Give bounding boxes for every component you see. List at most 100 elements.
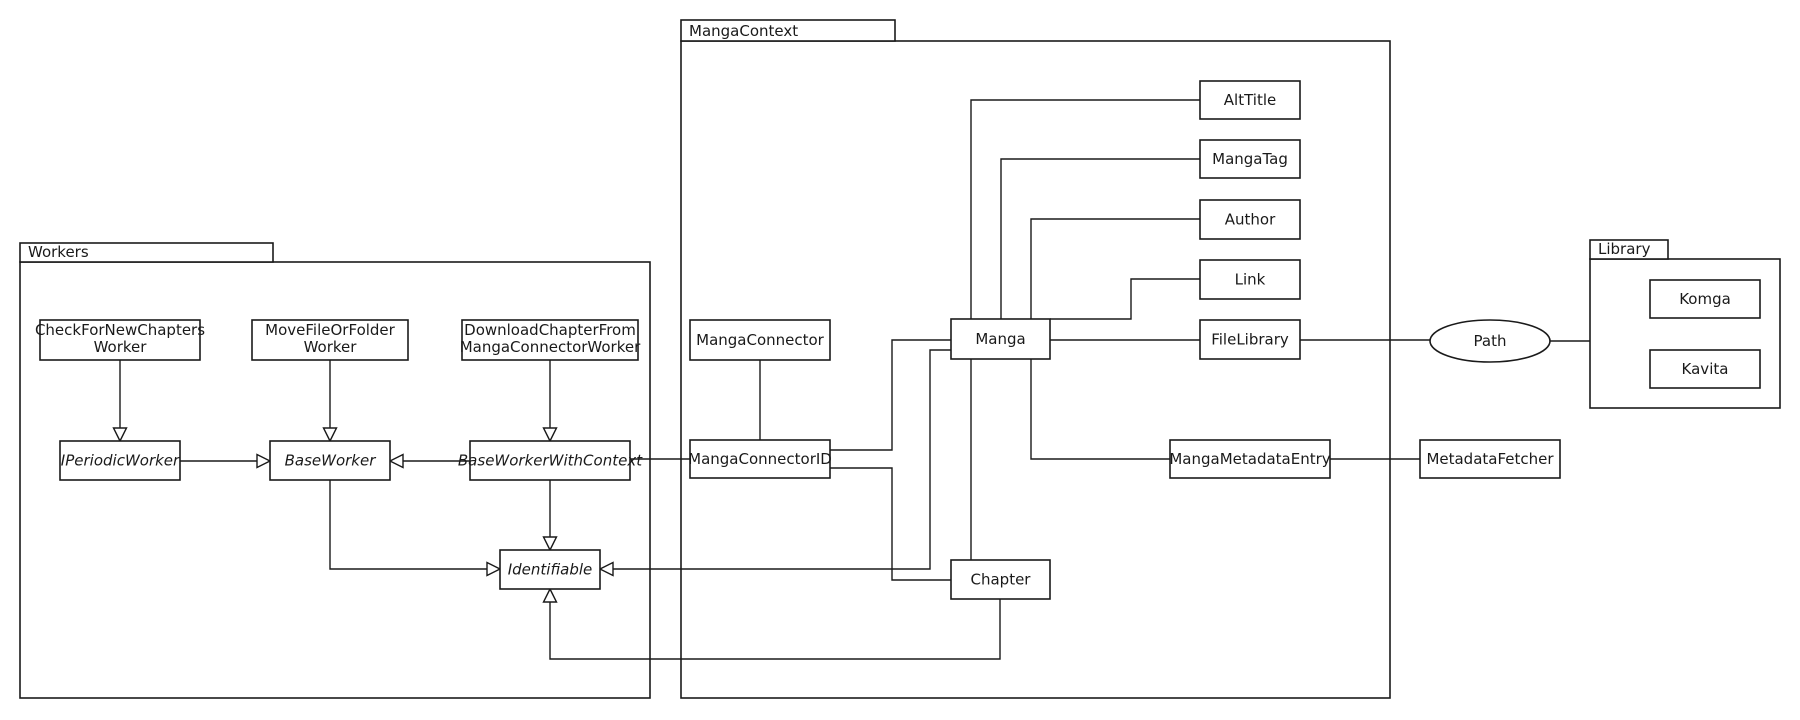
- node-identifiable: Identifiable: [499, 549, 601, 590]
- node-base-worker-with-context-label: BaseWorkerWithContext: [458, 452, 643, 470]
- node-manga-metadata-entry: MangaMetadataEntry: [1169, 439, 1331, 479]
- edge-manga-to-identifiable-arrowhead: [598, 561, 614, 577]
- node-i-periodic-worker-label: IPeriodicWorker: [61, 452, 180, 470]
- node-base-worker-with-context-box: [469, 440, 631, 481]
- node-manga-metadata-entry-label: MangaMetadataEntry: [1169, 450, 1330, 468]
- edge-mangaconnectorid-to-chapter: [830, 467, 951, 581]
- package-library: Library: [1589, 239, 1781, 409]
- node-chapter-label: Chapter: [971, 571, 1032, 589]
- package-workers: Workers: [19, 242, 651, 699]
- node-metadata-fetcher: MetadataFetcher: [1419, 439, 1561, 479]
- edge-manga-to-mangatag: [1000, 158, 1200, 319]
- package-manga-context-body: [680, 40, 1391, 699]
- node-kavita-box: [1649, 349, 1761, 389]
- node-kavita: Kavita: [1649, 349, 1761, 389]
- node-komga: Komga: [1649, 279, 1761, 319]
- edge-cfncw-to-iperiodicworker-arrowhead: [112, 427, 128, 443]
- node-file-library-label: FileLibrary: [1211, 331, 1289, 349]
- node-base-worker-with-context: BaseWorkerWithContext: [458, 440, 643, 481]
- node-file-library: FileLibrary: [1199, 319, 1301, 360]
- node-check-for-new-chapters-worker-box: [39, 319, 201, 361]
- edge-dcw-to-bwwc: [542, 360, 558, 443]
- edge-chapter-to-identifiable: [542, 587, 1001, 660]
- node-path-label: Path: [1474, 332, 1507, 350]
- package-library-tab: [1589, 239, 1669, 260]
- node-chapter: Chapter: [950, 559, 1051, 600]
- package-workers-body: [19, 261, 651, 699]
- node-manga-connector-label: MangaConnector: [696, 331, 825, 349]
- node-alt-title-label: AltTitle: [1224, 91, 1276, 109]
- edge-mfofw-to-baseworker-arrowhead: [322, 427, 338, 443]
- package-workers-tab: [19, 242, 274, 263]
- node-manga-connector-box: [689, 319, 831, 361]
- node-manga-connector: MangaConnector: [689, 319, 831, 361]
- edge-bwwc-to-baseworker: [388, 453, 470, 469]
- node-chapter-box: [950, 559, 1051, 600]
- edge-bwwc-to-identifiable-arrowhead: [542, 536, 558, 552]
- node-manga-tag: MangaTag: [1199, 139, 1301, 179]
- package-manga-context-label: MangaContext: [689, 22, 798, 40]
- node-manga-metadata-entry-box: [1169, 439, 1331, 479]
- node-manga-label: Manga: [975, 330, 1025, 348]
- edge-dcw-to-bwwc-arrowhead: [542, 427, 558, 443]
- package-manga-context: MangaContext: [680, 19, 1391, 699]
- node-path-ellipse: [1429, 319, 1551, 363]
- edge-manga-to-alttitle-line: [970, 99, 1200, 319]
- edge-mfofw-to-baseworker: [322, 360, 338, 443]
- edge-ipw-to-baseworker: [180, 453, 272, 469]
- node-metadata-fetcher-label: MetadataFetcher: [1426, 450, 1554, 468]
- node-download-chapter-worker-box: [461, 319, 639, 361]
- node-identifiable-box: [499, 549, 601, 590]
- edge-manga-to-link: [1050, 278, 1200, 320]
- node-move-file-or-folder-worker-box: [251, 319, 409, 361]
- edge-mangaconnectorid-to-manga-line: [830, 339, 951, 451]
- edge-ipw-to-baseworker-arrowhead: [256, 453, 272, 469]
- edge-baseworker-to-identifiable: [329, 480, 502, 577]
- node-manga-tag-label: MangaTag: [1212, 150, 1288, 168]
- package-library-body: [1589, 258, 1781, 409]
- edge-manga-to-identifiable: [598, 349, 951, 577]
- node-manga: Manga: [950, 318, 1051, 360]
- node-link: Link: [1199, 259, 1301, 300]
- node-author: Author: [1199, 199, 1301, 240]
- node-alt-title: AltTitle: [1199, 80, 1301, 120]
- package-manga-context-tab: [680, 19, 896, 42]
- node-komga-label: Komga: [1679, 290, 1731, 308]
- edge-chapter-to-identifiable-arrowhead: [542, 587, 558, 603]
- edge-manga-to-metadataentry-line: [1030, 359, 1170, 460]
- edge-manga-to-author-line: [1030, 218, 1200, 319]
- node-base-worker-label: BaseWorker: [285, 452, 377, 470]
- node-manga-connector-id-box: [689, 439, 831, 479]
- node-file-library-box: [1199, 319, 1301, 360]
- node-path: Path: [1429, 319, 1551, 363]
- node-manga-box: [950, 318, 1051, 360]
- edge-baseworker-to-identifiable-line: [329, 480, 487, 570]
- edge-manga-to-metadataentry: [1030, 359, 1170, 460]
- node-author-box: [1199, 199, 1301, 240]
- edge-manga-to-identifiable-line: [613, 349, 951, 570]
- package-workers-label: Workers: [28, 243, 89, 261]
- node-metadata-fetcher-box: [1419, 439, 1561, 479]
- edge-mangaconnectorid-to-chapter-line: [830, 467, 951, 581]
- edge-bwwc-to-baseworker-arrowhead: [388, 453, 404, 469]
- node-manga-tag-box: [1199, 139, 1301, 179]
- node-link-box: [1199, 259, 1301, 300]
- edge-manga-to-author: [1030, 218, 1200, 319]
- edge-baseworker-to-identifiable-arrowhead: [486, 561, 502, 577]
- node-base-worker-box: [269, 440, 391, 481]
- node-base-worker: BaseWorker: [269, 440, 391, 481]
- edge-mangaconnectorid-to-manga: [830, 339, 951, 451]
- node-kavita-label: Kavita: [1682, 360, 1729, 378]
- edge-chapter-to-identifiable-line: [549, 599, 1001, 660]
- node-link-label: Link: [1235, 271, 1266, 289]
- node-manga-connector-id-label: MangaConnectorID: [688, 450, 832, 468]
- node-i-periodic-worker: IPeriodicWorker: [59, 440, 181, 481]
- edge-manga-to-link-line: [1050, 278, 1200, 320]
